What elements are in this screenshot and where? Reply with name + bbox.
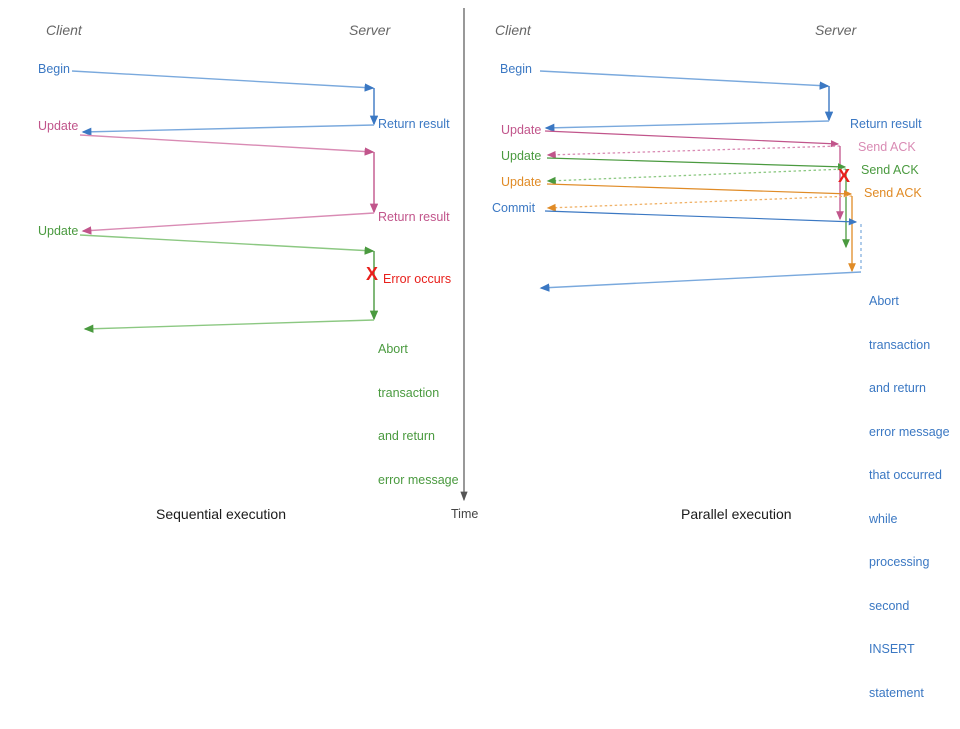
label-client-begin-right: Begin — [500, 62, 532, 76]
sequence-diagram-figure: Client Server Begin Update Update Return… — [38, 8, 950, 700]
arrow-abort-return — [83, 319, 375, 333]
arrow-return-result-p — [544, 120, 830, 132]
label-server-return-result-1: Return result — [378, 117, 450, 131]
arrow-update-2 — [79, 234, 375, 255]
arrow-update-orange — [546, 183, 853, 198]
actor-client-right: Client — [495, 22, 531, 38]
server-block-left-line-1: Abort — [378, 342, 408, 356]
server-block-right-line-1: Abort — [869, 294, 899, 308]
server-block-right-line-4: error message — [869, 424, 950, 439]
label-server-ack-3: Send ACK — [864, 186, 922, 200]
label-client-update1-right: Update — [501, 123, 542, 137]
label-client-begin-left: Begin — [38, 62, 70, 76]
arrow-begin — [71, 70, 375, 92]
arrow-begin-p — [539, 70, 830, 90]
label-server-return-result-right: Return result — [850, 117, 922, 131]
server-block-right-line-10: statement — [869, 685, 924, 700]
arrow-return-result-2 — [81, 212, 375, 235]
label-client-commit-right: Commit — [492, 201, 536, 215]
server-block-right-line-9: INSERT — [869, 642, 915, 656]
label-server-return-result-2: Return result — [378, 210, 450, 224]
time-axis-label: Time — [451, 507, 479, 521]
server-block-left: Abort transaction and return error messa… — [378, 313, 459, 516]
actor-client-left: Client — [46, 22, 82, 38]
arrow-update-pink — [544, 130, 840, 148]
label-server-error-occurs: Error occurs — [383, 272, 452, 286]
arrow-return-result-1 — [81, 124, 375, 136]
arrow-abort-return-p — [539, 271, 862, 292]
server-block-right-line-6: while — [869, 511, 898, 526]
caption-parallel: Parallel execution — [681, 506, 792, 522]
arrow-ack-orange — [546, 195, 853, 212]
server-block-left-line-2: transaction — [378, 385, 440, 400]
arrow-update-green — [546, 157, 847, 171]
arrow-commit — [544, 210, 858, 226]
actor-server-right: Server — [815, 22, 857, 38]
server-block-right-line-3: and return — [869, 381, 926, 395]
label-server-ack-2: Send ACK — [861, 163, 919, 177]
label-client-update2-left: Update — [38, 224, 79, 238]
label-server-ack-1: Send ACK — [858, 140, 916, 154]
arrow-ack-pink — [546, 145, 841, 159]
error-x-icon-left: X — [366, 264, 379, 284]
sequential-flow — [71, 70, 379, 333]
arrow-update-1 — [79, 134, 375, 156]
server-block-right-line-8: second — [869, 598, 910, 613]
diagram-canvas — [71, 8, 862, 502]
server-block-left-line-4: error message — [378, 472, 459, 487]
server-block-right-line-2: transaction — [869, 337, 931, 352]
server-block-right: Abort transaction and return error messa… — [869, 265, 950, 729]
server-block-right-line-5: that occurred — [869, 468, 942, 482]
caption-sequential: Sequential execution — [156, 506, 286, 522]
label-client-update2-right: Update — [501, 149, 542, 163]
arrow-ack-green — [546, 168, 847, 185]
actor-server-left: Server — [349, 22, 391, 38]
label-client-update3-right: Update — [501, 175, 542, 189]
error-x-icon-right: X — [838, 166, 851, 186]
parallel-flow — [539, 70, 862, 292]
server-block-left-line-3: and return — [378, 429, 435, 443]
server-block-right-line-7: processing — [869, 555, 930, 569]
label-client-update1-left: Update — [38, 119, 79, 133]
